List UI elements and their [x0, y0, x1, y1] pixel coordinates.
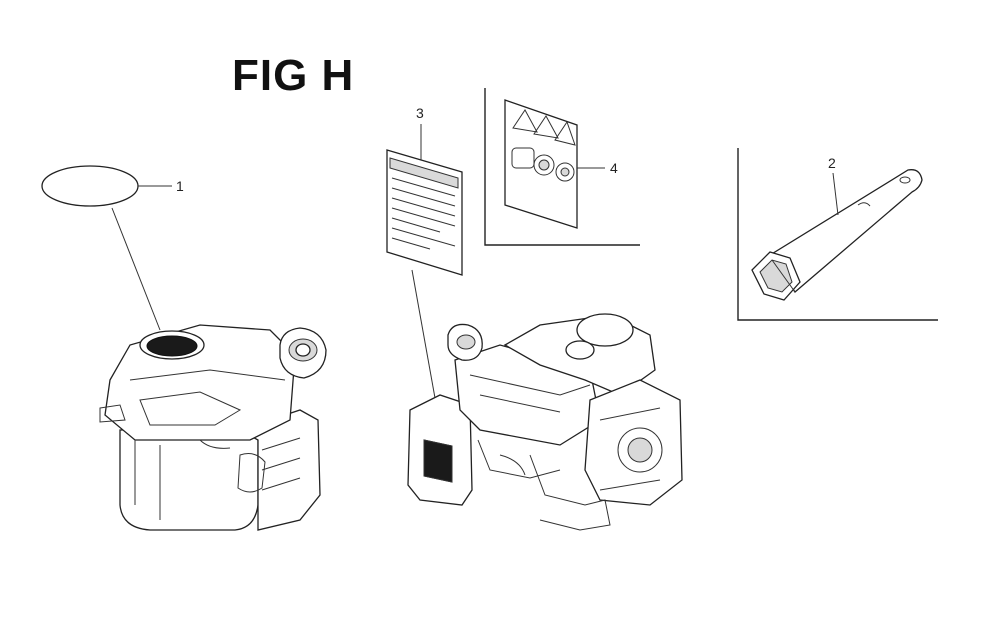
part-1-cap	[41, 165, 172, 331]
wrench-inset-frame	[737, 148, 938, 321]
callout-2: 2	[828, 155, 836, 171]
part-3-label	[386, 124, 463, 399]
callout-3-leader-to-engine	[411, 269, 436, 399]
right-engine-illustration	[407, 313, 683, 531]
callout-4: 4	[610, 160, 618, 176]
callout-1-leader-to-engine	[111, 207, 161, 331]
part-2-wrench	[737, 148, 938, 321]
figure-title: FIG H	[232, 51, 355, 100]
part-4-decal	[484, 88, 640, 246]
decal-inset-frame	[484, 88, 640, 246]
callout-2-leader	[832, 172, 839, 216]
callout-3: 3	[416, 105, 424, 121]
left-engine-illustration	[99, 324, 327, 531]
callout-1: 1	[176, 178, 184, 194]
